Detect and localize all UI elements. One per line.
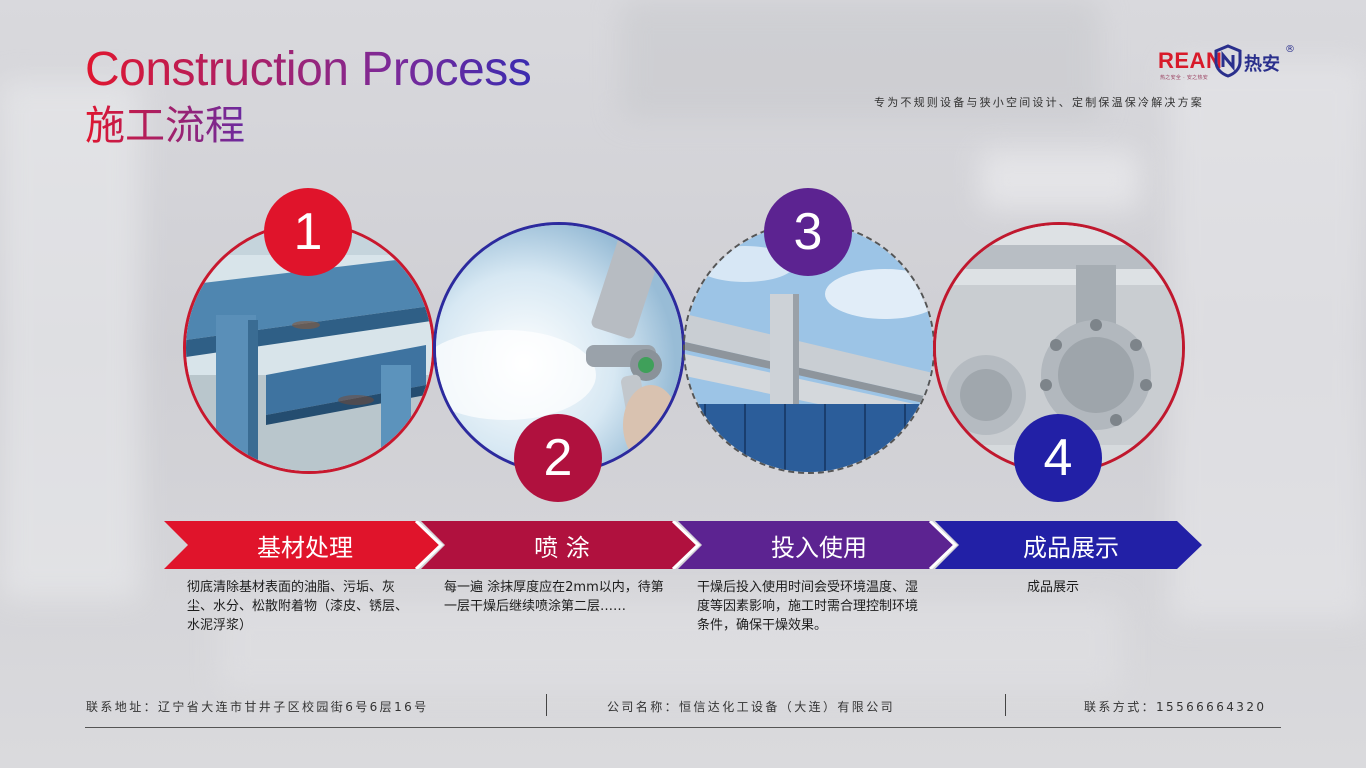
logo-chinese: 热安 bbox=[1244, 54, 1280, 75]
background-blur bbox=[220, 600, 1120, 690]
step-2-label-wrap: 喷 涂 bbox=[437, 521, 677, 569]
step-4-label: 成品展示 bbox=[1023, 533, 1119, 562]
footer-divider bbox=[1005, 694, 1006, 716]
footer-divider bbox=[546, 694, 547, 716]
step-1-number: 1 bbox=[264, 188, 352, 276]
step-1-label-wrap: 基材处理 bbox=[180, 521, 420, 569]
step-4-number: 4 bbox=[1014, 414, 1102, 502]
footer-rule bbox=[85, 727, 1281, 728]
step-1-description: 彻底清除基材表面的油脂、污垢、灰尘、水分、松散附着物（漆皮、锈层、水泥浮浆） bbox=[187, 580, 409, 633]
arrow-step-1 bbox=[164, 521, 441, 569]
logo-tagline: 热之安全 · 安之热安 bbox=[1160, 75, 1209, 81]
background-blur bbox=[980, 150, 1140, 210]
step-2-number: 2 bbox=[514, 414, 602, 502]
footer-company: 公司名称：恒信达化工设备（大连）有限公司 bbox=[607, 700, 896, 714]
arrow-step-2 bbox=[421, 521, 698, 569]
step-3-label-wrap: 投入使用 bbox=[694, 521, 934, 569]
step-3-photo bbox=[683, 222, 935, 474]
footer-address: 联系地址：辽宁省大连市甘井子区校园街6号6层16号 bbox=[86, 700, 429, 714]
background-blur bbox=[620, 0, 1100, 120]
background-blur bbox=[0, 80, 140, 600]
step-4-description: 成品展示 bbox=[1027, 580, 1080, 595]
registered-mark: ® bbox=[1285, 44, 1295, 55]
step-3-description: 干燥后投入使用时间会受环境温度、湿度等因素影响，施工时需合理控制环境条件，确保干… bbox=[697, 580, 919, 633]
brand-logo: REAN 热安 ® 热之安全 · 安之热安 bbox=[1158, 44, 1298, 84]
step-1-label: 基材处理 bbox=[257, 533, 353, 562]
step-2-label: 喷 涂 bbox=[534, 533, 590, 562]
shield-icon bbox=[1214, 44, 1242, 78]
step-3-number: 3 bbox=[764, 188, 852, 276]
step-4-label-wrap: 成品展示 bbox=[951, 521, 1181, 569]
background-blur bbox=[1170, 60, 1366, 620]
arrow-step-4 bbox=[935, 521, 1202, 569]
step-3-label: 投入使用 bbox=[771, 533, 867, 562]
step-2-description: 每一遍 涂抹厚度应在2mm以内，待第一层干燥后继续喷涂第二层…… bbox=[444, 580, 664, 614]
process-arrows bbox=[164, 521, 1202, 569]
slogan: 专为不规则设备与狭小空间设计、定制保温保冷解决方案 bbox=[874, 96, 1204, 109]
logo-wordmark: REAN bbox=[1158, 48, 1223, 73]
arrow-step-3 bbox=[678, 521, 955, 569]
page-title-chinese: 施工流程 bbox=[85, 103, 245, 149]
page-title-english: Construction Process bbox=[85, 43, 532, 96]
footer-contact: 联系方式：15566664320 bbox=[1084, 700, 1267, 714]
